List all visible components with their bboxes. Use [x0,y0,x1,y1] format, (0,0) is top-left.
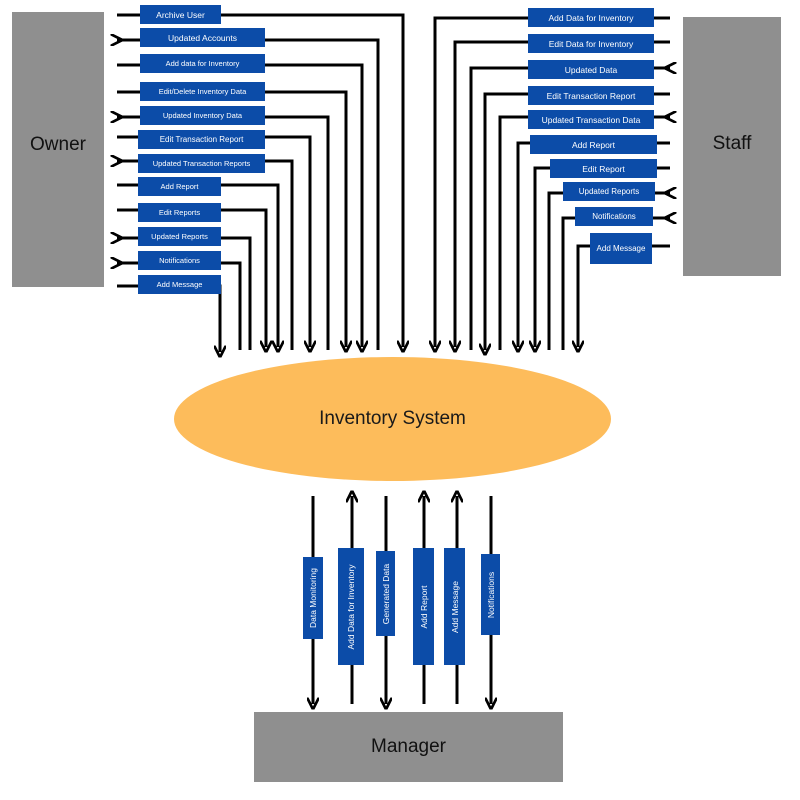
manager-flow-label: Data Monitoring [303,557,323,639]
owner-flow-label: Updated Reports [138,227,221,246]
owner-flow-line [117,284,220,352]
staff-flow-label: Updated Reports [563,182,655,201]
manager-flow-label: Generated Data [376,551,395,636]
staff-flow-label: Add Message [590,233,652,264]
owner-flow-label: Edit Transaction Report [138,130,265,149]
owner-flow-label: Archive User [140,5,221,24]
staff-flow-label: Add Report [530,135,657,154]
owner-flow-label: Updated Accounts [140,28,265,47]
staff-flow-label: Edit Data for Inventory [528,34,654,53]
owner-flow-label: Edit/Delete Inventory Data [140,82,265,101]
staff-flow-label: Notifications [575,207,653,226]
owner-flow-label: Add Message [138,275,221,294]
staff-label: Staff [712,132,752,154]
owner-flow-label: Add data for Inventory [140,54,265,73]
staff-entity: Staff [683,17,781,276]
staff-flow-label: Edit Report [550,159,657,178]
owner-flow-label: Add Report [138,177,221,196]
manager-flow-label: Add Message [444,548,465,665]
staff-flow-label: Updated Data [528,60,654,79]
owner-flow-label: Updated Inventory Data [140,106,265,125]
manager-entity: Manager [254,712,563,782]
manager-flow-label: Notifications [481,554,500,635]
manager-label: Manager [371,736,446,757]
inventory-system-process: Inventory System [174,357,611,481]
owner-flow-label: Notifications [138,251,221,270]
owner-label: Owner [30,133,86,155]
manager-flow-label: Add Report [413,548,434,665]
staff-flow-label: Updated Transaction Data [528,110,654,129]
staff-flow-label: Add Data for Inventory [528,8,654,27]
staff-flow-label: Edit Transaction Report [528,86,654,105]
owner-flow-label: Edit Reports [138,203,221,222]
manager-flow-label: Add Data for Inventory [338,548,364,665]
owner-flow-label: Updated Transaction Reports [138,154,265,173]
inventory-system-label: Inventory System [319,408,466,429]
owner-entity: Owner [12,12,104,287]
